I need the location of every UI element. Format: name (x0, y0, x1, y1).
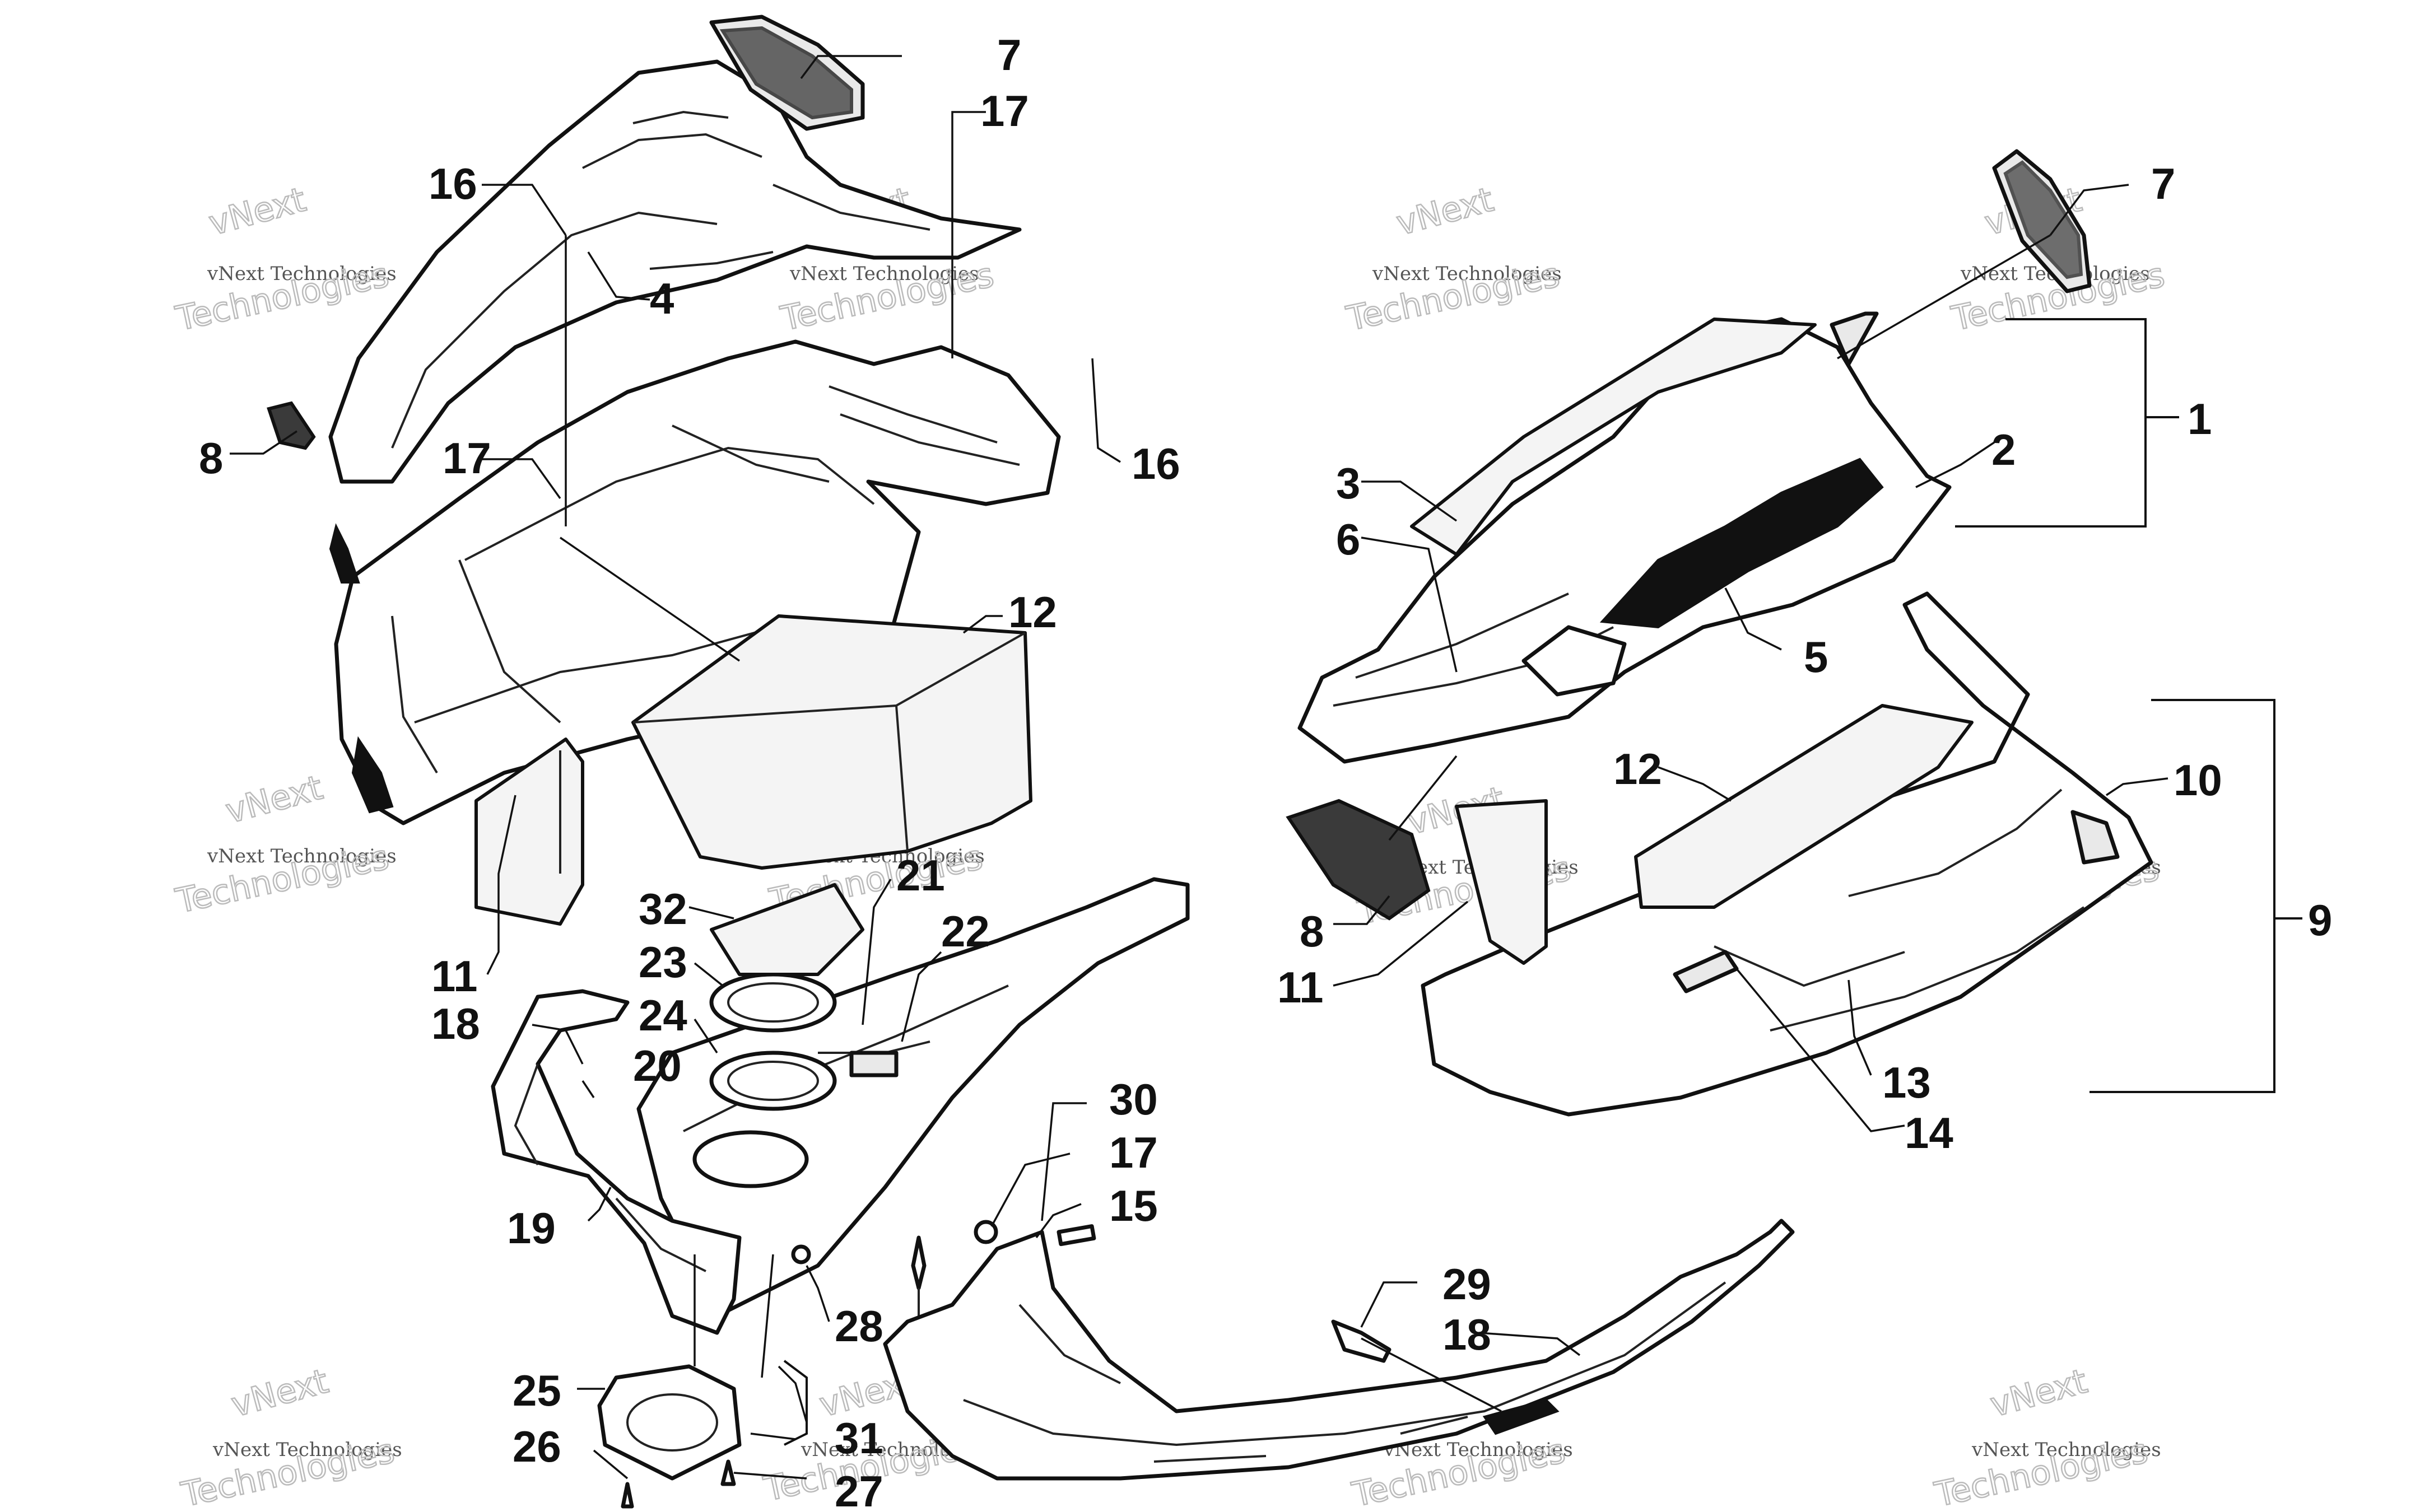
gasket-25 (597, 1364, 742, 1481)
fastener-15 (1057, 1224, 1096, 1247)
callout-6: 6 (1336, 515, 1360, 564)
pin-27 (720, 1459, 736, 1486)
callout-16-left: 16 (429, 159, 477, 208)
callout-25: 25 (513, 1366, 561, 1415)
callout-7-right: 7 (2151, 159, 2175, 208)
watermark-brand: vNext (1986, 1362, 2091, 1425)
cover-plate-32 (710, 883, 864, 976)
foam-pad-11-left (474, 738, 584, 926)
callout-11-left: 11 (431, 951, 477, 1001)
hood-vent-grille (709, 15, 865, 131)
callout-12-left: 12 (1008, 587, 1057, 637)
lower-hood-body (329, 339, 1061, 825)
callout-13: 13 (1882, 1058, 1931, 1107)
screw-28 (791, 1244, 811, 1264)
watermark-line: vNext Technologies (1372, 263, 1562, 285)
foam-12-right (1634, 704, 1974, 909)
callout-17-top: 17 (980, 86, 1029, 136)
watermark-bottom-left: vNext vNext Technologies Technologies (177, 1361, 402, 1512)
callout-12-right: 12 (1613, 744, 1662, 794)
callout-31: 31 (835, 1413, 883, 1463)
callout-16-right: 16 (1132, 439, 1180, 488)
callout-23: 23 (639, 937, 687, 987)
fin (1830, 311, 1879, 366)
washer-17-bottom (974, 1220, 998, 1244)
callout-17-mid: 17 (443, 433, 491, 483)
callout-9: 9 (2308, 895, 2332, 945)
callout-26: 26 (513, 1422, 561, 1471)
callout-21: 21 (896, 851, 945, 900)
callout-10: 10 (2174, 755, 2222, 805)
bracket-31 (783, 1360, 808, 1446)
callout-20: 20 (633, 1041, 682, 1090)
watermark-line: vNext Technologies (207, 845, 397, 867)
foam-3 (1410, 318, 1817, 556)
watermark-bottom-right: vNext vNext Technologies Technologies (1930, 1361, 2161, 1512)
vent-10-insert (2070, 810, 2120, 865)
right-hood-assembly (1297, 311, 1952, 764)
watermark-brand: vNext (205, 180, 310, 244)
callout-5: 5 (1804, 632, 1828, 682)
watermark-line: vNext Technologies (1971, 1439, 2161, 1461)
clip-29 (1331, 1319, 1392, 1363)
side-vent-left (267, 401, 316, 450)
decal-6 (1521, 625, 1627, 697)
leader-lines (230, 55, 2168, 1480)
callout-3: 3 (1336, 459, 1360, 508)
callout-8-right: 8 (1300, 907, 1324, 956)
watermark-top-right-center: vNext vNext Technologies Technologies (1342, 179, 1563, 339)
pin-26 (621, 1482, 634, 1509)
callout-14: 14 (1905, 1108, 1953, 1158)
callout-1: 1 (2188, 394, 2212, 444)
callout-numbers: 7 17 16 4 8 17 16 12 11 32 23 24 21 22 1… (199, 30, 2332, 1512)
foam-pad-12-left (631, 614, 1032, 870)
callout-15: 15 (1109, 1181, 1158, 1230)
belly-opening (692, 1130, 809, 1188)
callout-4: 4 (650, 274, 674, 323)
callout-17-bottom: 17 (1109, 1128, 1158, 1177)
side-panel-left (491, 989, 742, 1335)
foam-11-right (1455, 799, 1548, 965)
callout-30: 30 (1109, 1075, 1158, 1124)
watermark-line: vNext Technologies (789, 263, 979, 285)
decal-2 (1599, 458, 1884, 629)
callout-28: 28 (835, 1301, 883, 1351)
callout-19: 19 (507, 1203, 556, 1253)
callout-29: 29 (1442, 1259, 1491, 1309)
callout-22: 22 (941, 907, 990, 956)
callout-11-right: 11 (1277, 963, 1323, 1012)
watermark-brand: vNext (1393, 180, 1497, 244)
belly-pan-bottom (883, 1219, 1795, 1481)
watermark-top-left: vNext vNext Technologies Technologies (171, 179, 397, 339)
watermark-brand: vNext (222, 768, 327, 832)
bracket-1 (1955, 318, 2179, 528)
callout-32: 32 (639, 884, 687, 934)
callout-24: 24 (639, 991, 687, 1040)
callout-2: 2 (1991, 425, 2016, 474)
bracket-9 (2089, 699, 2302, 1093)
callout-7-top: 7 (997, 30, 1021, 80)
callout-27: 27 (835, 1467, 883, 1512)
watermark-line: vNext Technologies (212, 1439, 402, 1461)
rivet-30 (911, 1235, 927, 1322)
lower-right-assembly (1421, 591, 2153, 1117)
callout-18-left: 18 (431, 999, 480, 1048)
callout-18-bottom: 18 (1442, 1310, 1491, 1359)
watermark-line: vNext Technologies (207, 263, 397, 285)
callout-8-left: 8 (199, 433, 223, 483)
side-vent-right (1286, 799, 1431, 921)
hood-vent-right (1992, 149, 2092, 293)
small-latch (849, 1051, 899, 1077)
watermark-brand: vNext (227, 1362, 332, 1425)
